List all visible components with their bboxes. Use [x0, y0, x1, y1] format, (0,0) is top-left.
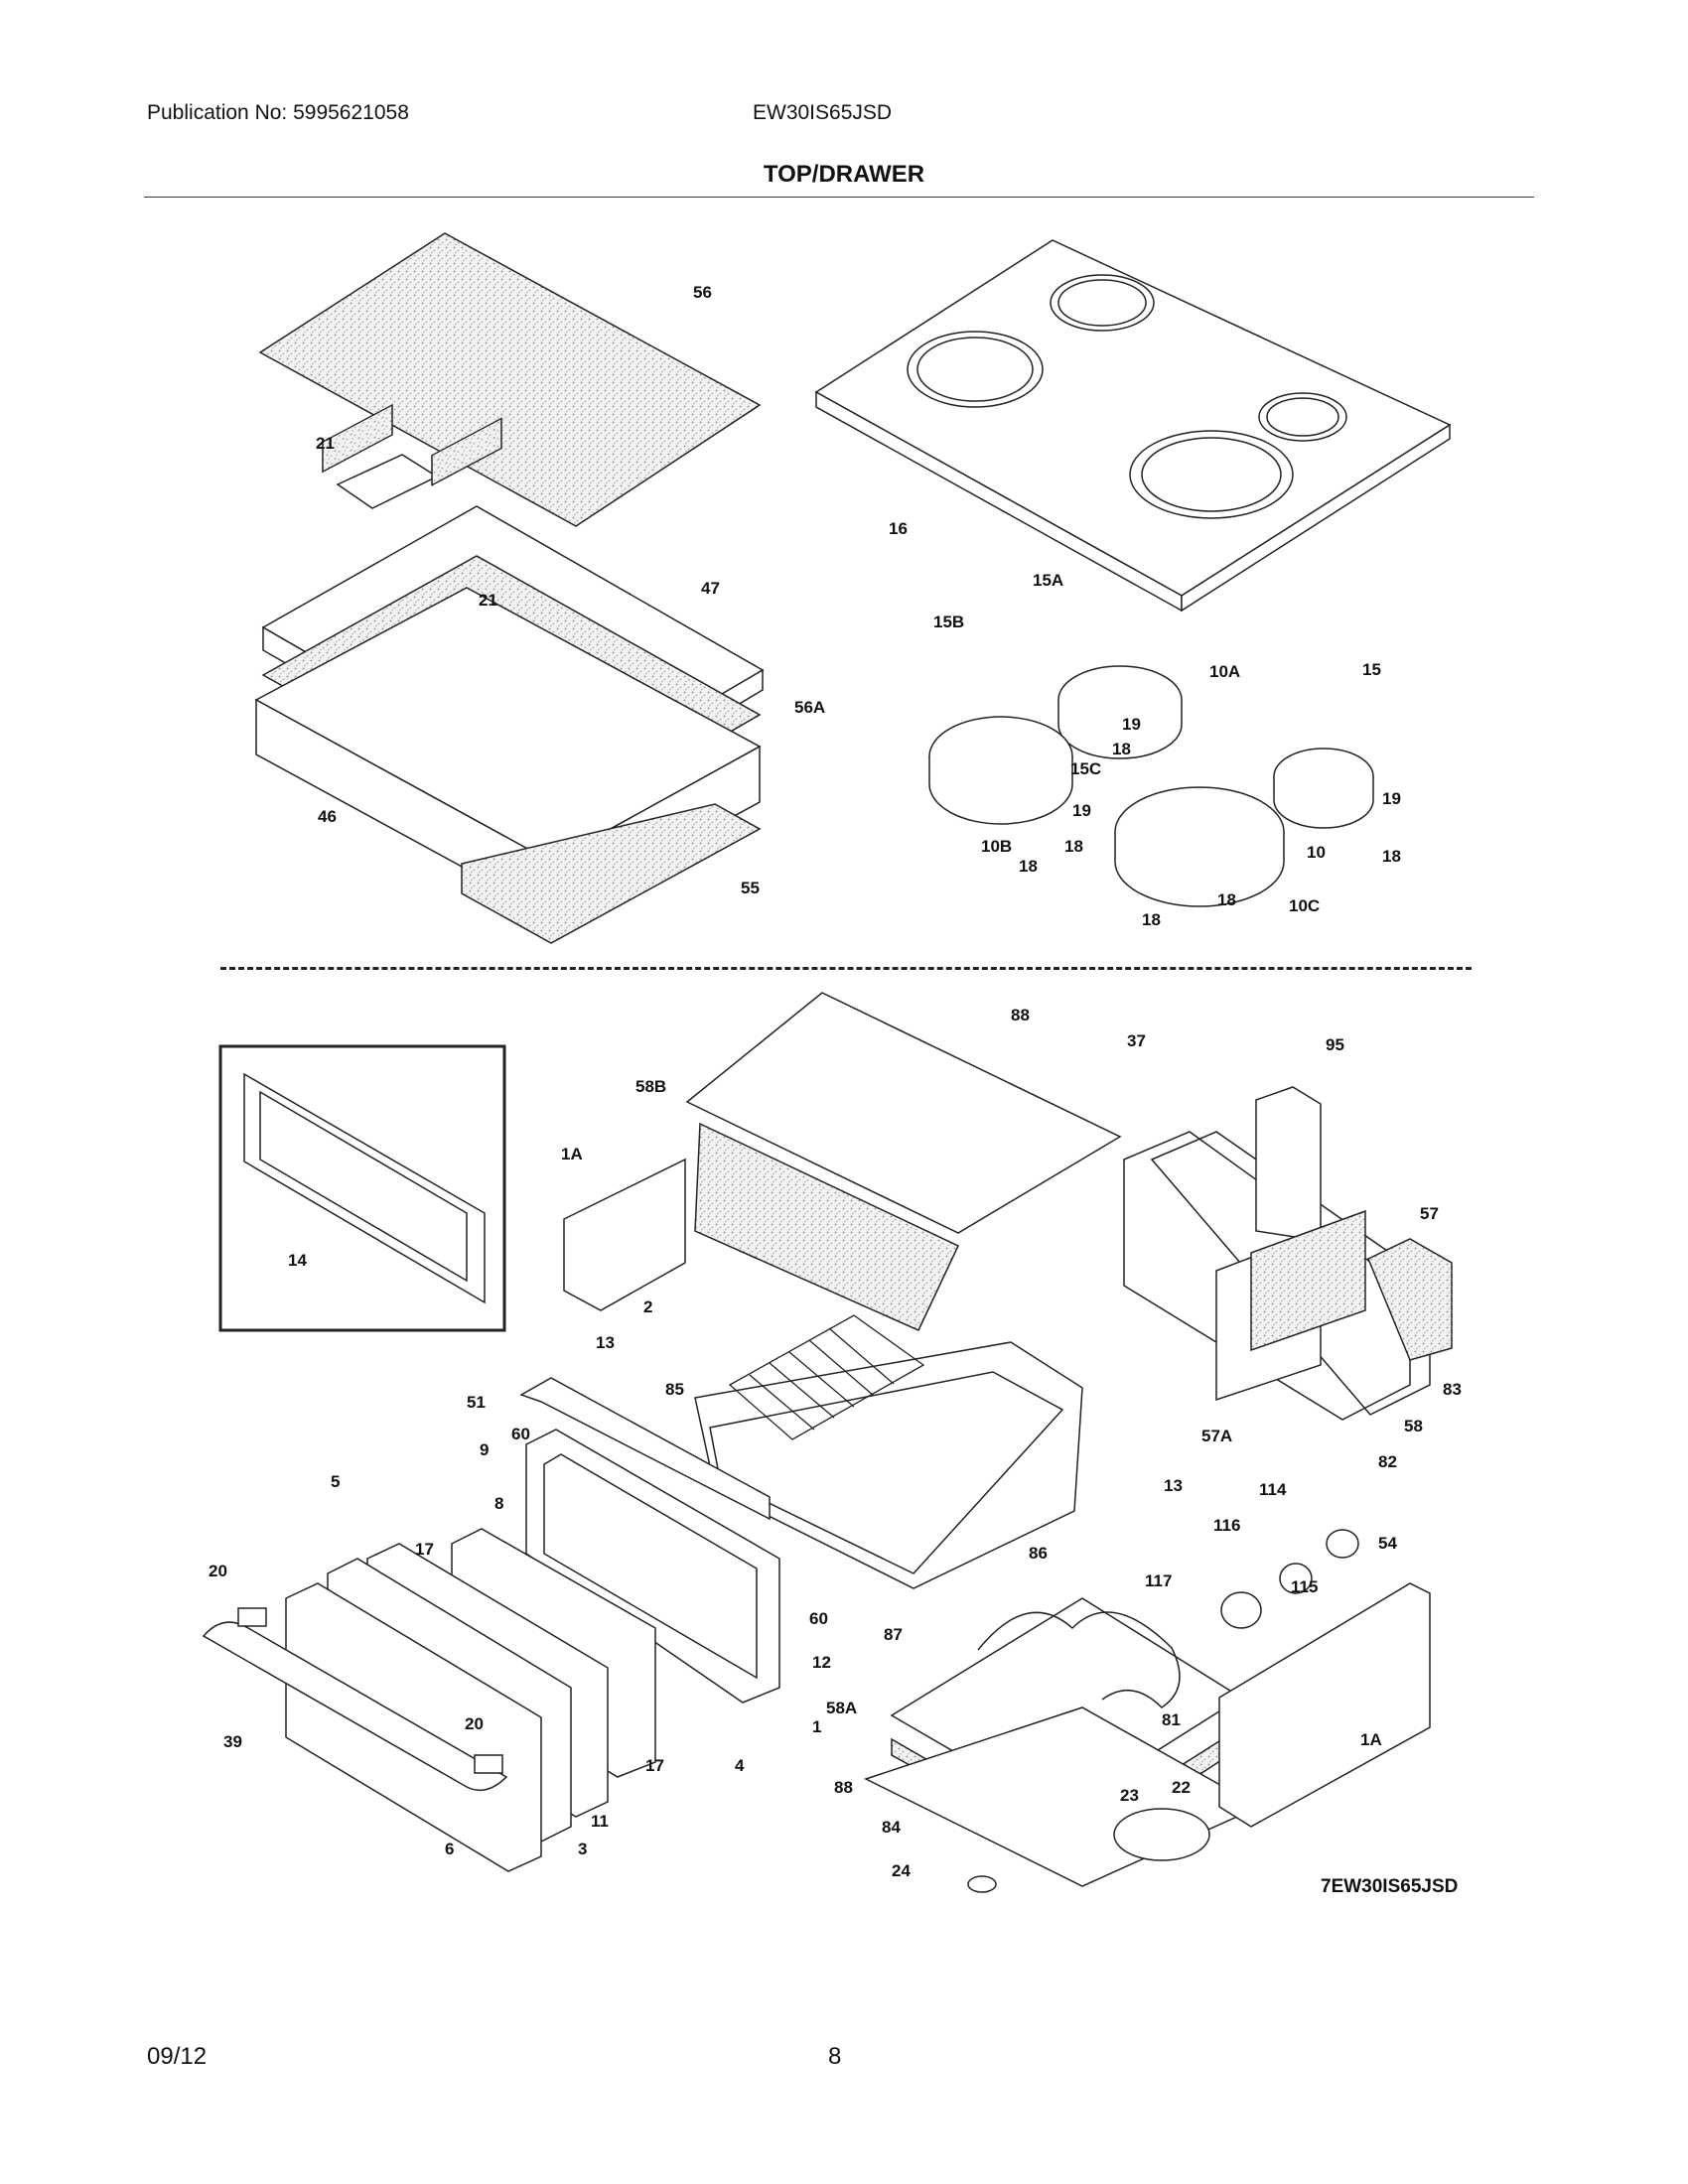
- callout: 85: [665, 1380, 684, 1399]
- callout: 10B: [981, 837, 1012, 856]
- callout: 18: [1217, 890, 1236, 909]
- bottom-pan-87: [864, 1597, 1261, 1893]
- side-panel-1A-left: [563, 1158, 686, 1311]
- heating-elements: [928, 665, 1374, 907]
- callout: 58: [1404, 1417, 1423, 1435]
- callout: 1A: [561, 1145, 583, 1163]
- callout: 116: [1213, 1516, 1240, 1535]
- callout: 15A: [1033, 571, 1063, 590]
- callout: 10A: [1209, 662, 1240, 681]
- publication-number: Publication No: 5995621058: [147, 101, 409, 124]
- drawer-top-88: [685, 992, 1122, 1331]
- callout: 17: [415, 1540, 434, 1559]
- callout: 8: [494, 1494, 503, 1513]
- callout: 83: [1443, 1380, 1462, 1399]
- callout: 22: [1172, 1778, 1191, 1797]
- callout: 115: [1291, 1577, 1318, 1596]
- callout: 57A: [1201, 1427, 1232, 1445]
- callout: 20: [465, 1714, 484, 1733]
- bracket-21: [336, 454, 439, 509]
- callout: 58B: [635, 1077, 666, 1096]
- callout: 55: [741, 879, 760, 897]
- callout: 56: [693, 283, 712, 302]
- callout: 21: [479, 591, 497, 610]
- section-divider: [220, 967, 1472, 970]
- callout: 82: [1378, 1452, 1397, 1471]
- callout: 4: [735, 1756, 745, 1775]
- callout: 19: [1382, 789, 1401, 808]
- callout: 15C: [1070, 759, 1101, 778]
- callout: 54: [1378, 1534, 1397, 1553]
- callout: 23: [1120, 1786, 1139, 1805]
- callout: 3: [578, 1840, 587, 1858]
- callout: 39: [223, 1732, 242, 1751]
- callout: 84: [882, 1818, 901, 1837]
- callout: 13: [1164, 1476, 1183, 1495]
- callout: 58A: [826, 1699, 857, 1717]
- callout: 18: [1142, 910, 1161, 929]
- cooktop-16: [814, 239, 1452, 613]
- callout: 15B: [933, 613, 964, 631]
- callout: 46: [318, 807, 337, 826]
- callout: 56A: [794, 698, 825, 717]
- callout: 17: [645, 1756, 664, 1775]
- callout: 10C: [1289, 896, 1320, 915]
- drawing-code: 7EW30IS65JSD: [1321, 1876, 1458, 1897]
- callout: 117: [1145, 1571, 1172, 1590]
- callout: 37: [1127, 1031, 1146, 1050]
- lamp-assembly: [1220, 1529, 1359, 1629]
- callout: 60: [511, 1425, 530, 1443]
- callout: 2: [643, 1297, 652, 1316]
- back-panel-assembly: [1123, 1086, 1453, 1421]
- callout: 60: [809, 1609, 828, 1628]
- callout: 14: [288, 1251, 307, 1270]
- callout: 12: [812, 1653, 831, 1672]
- callout: 19: [1072, 801, 1091, 820]
- callout: 95: [1326, 1035, 1344, 1054]
- callout: 11: [591, 1812, 609, 1831]
- side-panel-1A-right: [1218, 1582, 1431, 1828]
- callout: 51: [467, 1393, 486, 1412]
- callout: 24: [892, 1861, 911, 1880]
- callout: 18: [1019, 857, 1038, 876]
- callout: 9: [480, 1440, 489, 1459]
- callout: 6: [445, 1840, 454, 1858]
- callout: 21: [316, 434, 335, 453]
- callout: 88: [834, 1778, 853, 1797]
- header-rule: [144, 197, 1534, 198]
- callout: 15: [1362, 660, 1381, 679]
- footer-date: 09/12: [147, 2043, 208, 2070]
- callout: 88: [1011, 1006, 1030, 1024]
- callout: 57: [1420, 1204, 1439, 1223]
- callout: 1A: [1360, 1730, 1382, 1749]
- callout: 20: [209, 1562, 227, 1580]
- callout: 5: [331, 1472, 340, 1491]
- drawer-front-assembly: [202, 1377, 780, 1872]
- callout: 1: [812, 1717, 821, 1736]
- insulation-pad-56: [258, 232, 762, 527]
- callout: 47: [701, 579, 720, 598]
- callout: 18: [1064, 837, 1083, 856]
- model-number: EW30IS65JSD: [753, 101, 893, 124]
- callout: 10: [1307, 843, 1326, 862]
- inset-gasket-14: [218, 1044, 506, 1332]
- callout: 13: [596, 1333, 615, 1352]
- callout-labels-top: 56 21 21 47 56A 46 55 16 15A 15B 10A 15 …: [316, 283, 1401, 929]
- callout: 114: [1259, 1480, 1287, 1499]
- callout: 19: [1122, 715, 1141, 734]
- rack-85: [728, 1314, 925, 1440]
- callout: 16: [889, 519, 908, 538]
- callout-labels-bottom: 88 58B 1A 37 95 57 14 2 13 83 51 85 58 6…: [209, 1006, 1462, 1880]
- callout: 86: [1029, 1544, 1048, 1563]
- callout: 81: [1162, 1710, 1181, 1729]
- page-number: 8: [828, 2043, 842, 2070]
- callout: 87: [884, 1625, 903, 1644]
- callout: 18: [1112, 740, 1131, 758]
- insulation-55: [461, 803, 762, 944]
- section-title: TOP/DRAWER: [763, 161, 925, 188]
- callout: 18: [1382, 847, 1401, 866]
